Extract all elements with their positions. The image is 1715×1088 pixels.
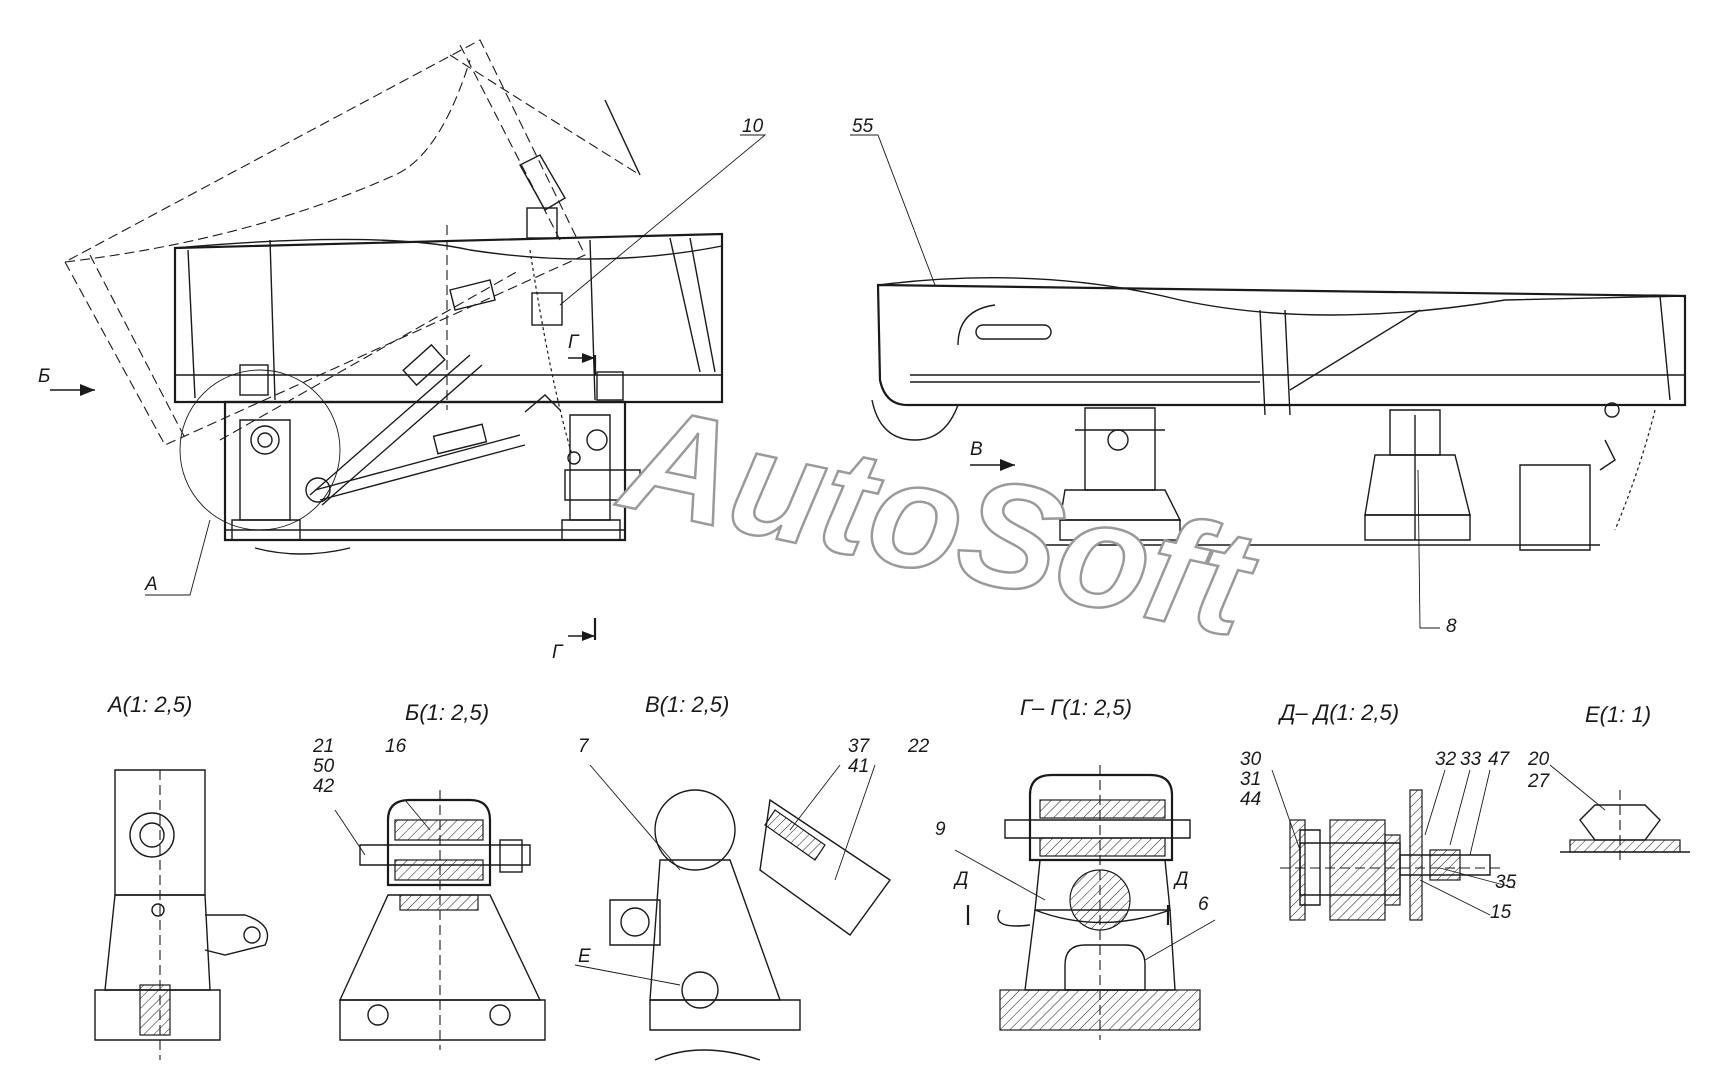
callout-35: 35 <box>1495 872 1517 893</box>
view-title-a: А(1: 2,5) <box>106 692 192 717</box>
view-title-e: Е(1: 1) <box>1585 702 1651 727</box>
callout-27: 27 <box>1527 771 1551 792</box>
callout-22: 22 <box>907 736 930 757</box>
callout-20: 20 <box>1527 749 1550 770</box>
view-a-detail <box>94 769 269 1060</box>
section-mark-g-bottom: Г <box>552 642 564 663</box>
callout-37: 37 <box>848 736 871 757</box>
callout-42: 42 <box>313 776 335 797</box>
view-title-v: В(1: 2,5) <box>645 692 729 717</box>
view-title-dd: Д– Д(1: 2,5) <box>1277 700 1399 725</box>
callout-44: 44 <box>1240 789 1261 810</box>
callout-8: 8 <box>1446 616 1457 637</box>
tipping-body-side-view <box>50 39 767 641</box>
callout-33: 33 <box>1460 749 1482 770</box>
view-v-detail <box>574 764 891 1061</box>
callout-41: 41 <box>848 756 869 777</box>
callout-55: 55 <box>852 116 874 137</box>
section-mark-b: Б <box>38 366 50 387</box>
callout-16: 16 <box>385 736 407 757</box>
section-mark-g-top: Г <box>568 332 580 353</box>
view-dd-section <box>1271 769 1516 921</box>
callout-21: 21 <box>312 736 334 757</box>
callout-32: 32 <box>1435 749 1457 770</box>
view-gg-section <box>954 765 1216 1040</box>
callout-31: 31 <box>1240 769 1261 790</box>
callout-47: 47 <box>1488 749 1511 770</box>
lowered-body-side-view <box>850 134 1687 629</box>
callout-30: 30 <box>1240 749 1262 770</box>
section-mark-d-right: Д <box>1173 869 1188 890</box>
view-title-gg: Г– Г(1: 2,5) <box>1020 695 1132 720</box>
callout-7: 7 <box>578 736 590 757</box>
detail-mark-a: А <box>144 574 158 595</box>
detail-mark-e: Е <box>578 946 591 967</box>
callout-9: 9 <box>935 819 946 840</box>
section-mark-d-left: Д <box>953 869 968 890</box>
view-b-detail <box>334 790 546 1050</box>
callout-50: 50 <box>313 756 335 777</box>
watermark-text: AutoSoft <box>607 371 1271 669</box>
section-mark-v: В <box>970 439 983 460</box>
callout-6: 6 <box>1198 894 1209 915</box>
callout-15: 15 <box>1490 902 1512 923</box>
view-title-b: Б(1: 2,5) <box>405 700 489 725</box>
callout-10: 10 <box>742 116 764 137</box>
view-e-detail <box>1549 764 1690 860</box>
